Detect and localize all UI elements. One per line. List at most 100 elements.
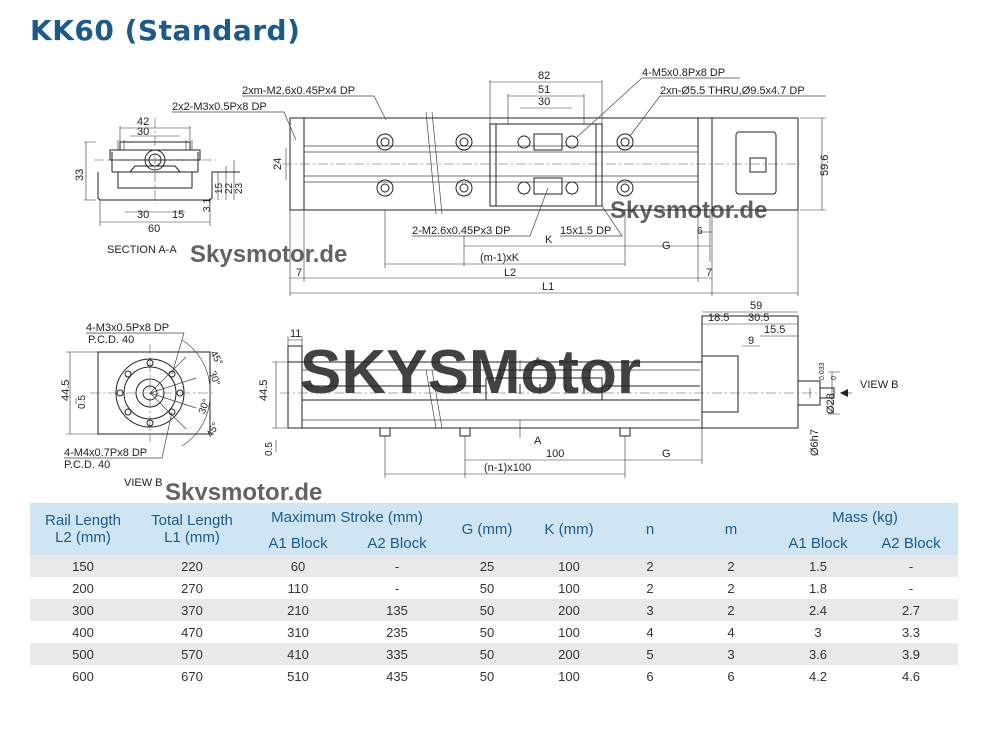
table-cell: 235	[348, 621, 446, 643]
watermark-small-1: Skysmotor.de	[190, 241, 347, 268]
table-cell: 410	[248, 643, 348, 665]
dim-30-top: 30	[137, 126, 149, 138]
dim-7-right: 7	[706, 267, 712, 279]
dim-42: 42	[137, 116, 149, 128]
table-cell: 3	[772, 621, 864, 643]
table-cell: 2	[610, 577, 690, 599]
col-g: G (mm)	[446, 503, 528, 555]
table-cell: 4	[610, 621, 690, 643]
dim-15-bottom: 15	[172, 209, 184, 221]
dim-59: 59	[750, 300, 762, 312]
table-cell: 2.7	[864, 599, 958, 621]
dim-82: 82	[538, 70, 550, 82]
dim-18-5: 18.5	[708, 312, 729, 324]
col-total-length-label: Total Length	[151, 512, 233, 529]
top-view: 82 51 30 2xm-M2.6x0.45Px4 DP 2x2-M3x0.5P…	[172, 67, 831, 296]
section-mark-a-bottom: A	[534, 435, 542, 447]
col-stroke-a1: A1 Block	[248, 531, 348, 555]
col-max-stroke: Maximum Stroke (mm)	[248, 503, 446, 531]
table-cell: 200	[528, 599, 610, 621]
dim-22: 22	[224, 182, 235, 194]
dim-51: 51	[538, 84, 550, 96]
table-cell: 1.8	[772, 577, 864, 599]
table-cell: 3.6	[772, 643, 864, 665]
angle-30-top: 30°	[206, 369, 222, 387]
table-cell: 570	[136, 643, 248, 665]
dim-100: 100	[546, 448, 564, 460]
pcd-bottom: P.C.D. 40	[64, 459, 110, 471]
dim-d6h7: Ø6h7	[809, 429, 821, 456]
table-cell: 135	[348, 599, 446, 621]
label-15x1-5: 15x1.5 DP	[560, 225, 611, 237]
dim-24: 24	[272, 158, 284, 170]
dim-30-bottom: 30	[137, 209, 149, 221]
col-total-length: Total Length L1 (mm)	[136, 503, 248, 555]
dim-d28-tol-upper: 0.033	[819, 362, 826, 380]
dim-15-5: 15.5	[764, 324, 785, 336]
dim-44-5-view-b: 44.5	[60, 380, 72, 401]
dim-d28: Ø28	[825, 393, 837, 414]
table-cell: 3	[690, 643, 772, 665]
dim-n1-100: (n-1)x100	[484, 462, 531, 474]
label-2xn: 2xn-Ø5.5 THRU,Ø9.5x4.7 DP	[660, 85, 805, 97]
table-cell: 370	[136, 599, 248, 621]
dim-7-left: 7	[296, 267, 302, 279]
label-4m5: 4-M5x0.8Px8 DP	[642, 67, 725, 79]
col-stroke-a2: A2 Block	[348, 531, 446, 555]
label-4m4: 4-M4x0.7Px8 DP	[64, 447, 147, 459]
dim-9: 9	[748, 335, 754, 347]
table-cell: 2.4	[772, 599, 864, 621]
section-a-a-caption: SECTION A-A	[107, 244, 177, 256]
dim-15-right: 15	[214, 182, 225, 194]
table-cell: -	[348, 577, 446, 599]
table-cell: 3.9	[864, 643, 958, 665]
angle-45-bottom: 45°	[205, 421, 222, 440]
col-m: m	[690, 503, 772, 555]
table-cell: 100	[528, 621, 610, 643]
dim-11: 11	[290, 328, 301, 340]
col-rail-length-label: Rail Length	[45, 512, 121, 529]
table-cell: 2	[690, 577, 772, 599]
table-cell: 50	[446, 621, 528, 643]
col-mass-a1: A1 Block	[772, 531, 864, 555]
pcd-top: P.C.D. 40	[88, 334, 134, 346]
dim-G: G	[662, 240, 671, 252]
dim-23: 23	[234, 182, 245, 194]
table-cell: 335	[348, 643, 446, 665]
section-a-a-view: 42 30 33 15 22 23 30 15 3.1 60 SECTION A…	[74, 116, 245, 256]
table-cell: 110	[248, 577, 348, 599]
table-cell: 50	[446, 643, 528, 665]
table-cell: 100	[528, 665, 610, 687]
table-cell: 500	[30, 643, 136, 665]
dim-K: K	[545, 234, 553, 246]
col-k: K (mm)	[528, 503, 610, 555]
table-cell: 2	[690, 599, 772, 621]
col-n: n	[610, 503, 690, 555]
label-4m3: 4-M3x0.5Px8 DP	[86, 322, 169, 334]
label-2m26: 2-M2.6x0.45Px3 DP	[412, 225, 510, 237]
dim-L2: L2	[504, 267, 516, 279]
dim-30-5: 30.5	[748, 312, 769, 324]
table-cell: -	[348, 555, 446, 577]
spec-table: Rail Length L2 (mm) Total Length L1 (mm)…	[30, 503, 958, 687]
view-b-caption: VIEW B	[124, 477, 163, 489]
dim-30: 30	[538, 96, 550, 108]
table-cell: 6	[690, 665, 772, 687]
table-cell: -	[864, 555, 958, 577]
page-title: KK60 (Standard)	[30, 14, 301, 47]
dim-0-5-view-b: 0.5	[77, 395, 88, 409]
dim-33: 33	[74, 169, 86, 181]
dim-44-5-side: 44.5	[258, 380, 270, 401]
table-cell: 50	[446, 577, 528, 599]
table-cell: 270	[136, 577, 248, 599]
side-view: 11 44.5 0.5 A A 100 G (n-1)x100 59 18.5 …	[258, 300, 899, 478]
table-cell: 400	[30, 621, 136, 643]
table-cell: 210	[248, 599, 348, 621]
